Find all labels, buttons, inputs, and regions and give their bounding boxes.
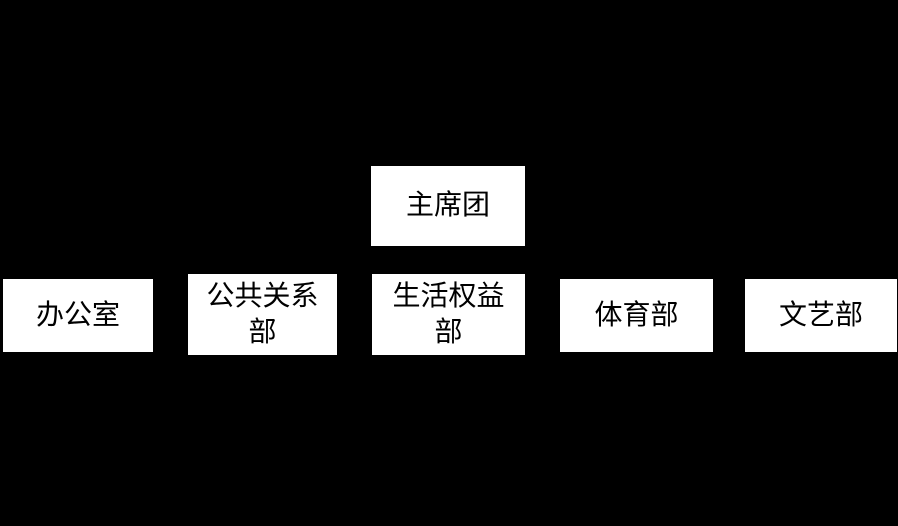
node-office: 办公室 bbox=[3, 279, 153, 352]
node-life-rights-label-line2: 部 bbox=[434, 316, 463, 348]
node-presidium: 主席团 bbox=[371, 166, 525, 246]
node-presidium-label: 主席团 bbox=[405, 190, 490, 221]
node-public-relations: 公共关系 部 bbox=[188, 274, 337, 355]
node-sports-label: 体育部 bbox=[594, 299, 679, 331]
node-office-label: 办公室 bbox=[35, 299, 120, 331]
node-public-relations-label-line2: 部 bbox=[248, 316, 277, 348]
node-public-relations-label-line1: 公共关系 bbox=[206, 280, 319, 312]
node-life-rights-label-line1: 生活权益 bbox=[392, 280, 505, 312]
node-arts: 文艺部 bbox=[745, 279, 897, 352]
node-sports: 体育部 bbox=[560, 279, 713, 352]
node-arts-label: 文艺部 bbox=[778, 299, 863, 331]
node-life-rights: 生活权益 部 bbox=[372, 274, 525, 355]
